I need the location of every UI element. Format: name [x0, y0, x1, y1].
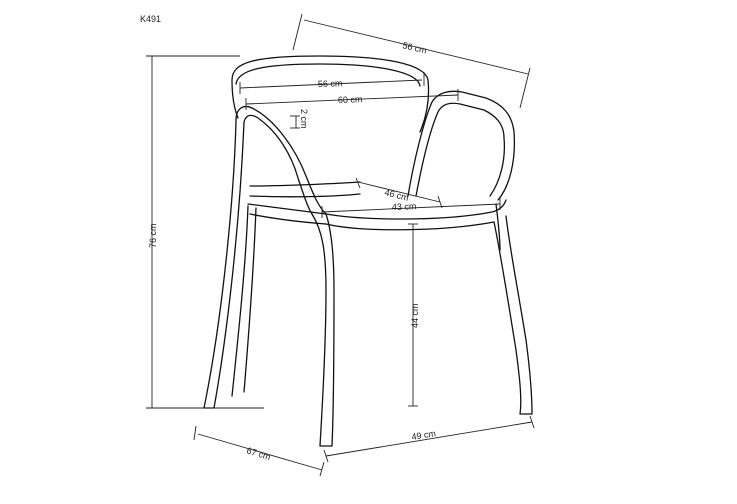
dim-seat-width-label: 43 cm	[392, 201, 417, 212]
product-code: K491	[140, 14, 161, 24]
front-right-leg	[493, 215, 533, 415]
dim-backrest-width: 56 cm	[239, 72, 425, 94]
dim-total-height: 76 cm	[146, 55, 264, 409]
dim-seat-height-label: 44 cm	[410, 303, 420, 328]
dim-seat-depth-label: 46 cm	[384, 187, 410, 203]
dim-base-width-label: 49 cm	[411, 428, 437, 442]
seat-back	[247, 181, 361, 225]
dim-total-height-label: 76 cm	[148, 223, 158, 248]
dim-backrest-gap-label: 2 cm	[299, 109, 309, 129]
dim-top-depth: 56 cm	[292, 13, 531, 109]
dim-seat-height: 44 cm	[408, 223, 420, 407]
back-right-leg	[495, 203, 501, 251]
dim-base-depth: 67 cm	[193, 425, 325, 477]
front-left-leg	[311, 213, 335, 447]
dim-seat-width: 43 cm	[321, 198, 501, 218]
chair-outline	[203, 55, 533, 447]
right-armrest	[407, 90, 516, 201]
left-armrest	[235, 105, 327, 215]
seat-front	[325, 199, 507, 231]
dim-base-width: 49 cm	[323, 415, 535, 463]
dim-armrest-width-label: 60 cm	[338, 94, 363, 105]
back-inner-leg	[231, 205, 257, 397]
left-back-leg	[203, 119, 245, 409]
dim-backrest-width-label: 56 cm	[318, 78, 343, 89]
dim-armrest-width: 60 cm	[245, 89, 459, 110]
dim-backrest-gap: 2 cm	[290, 109, 309, 129]
backrest-inner	[235, 63, 421, 87]
dim-top-depth-label: 56 cm	[402, 40, 428, 55]
dim-base-depth-label: 67 cm	[245, 445, 271, 462]
